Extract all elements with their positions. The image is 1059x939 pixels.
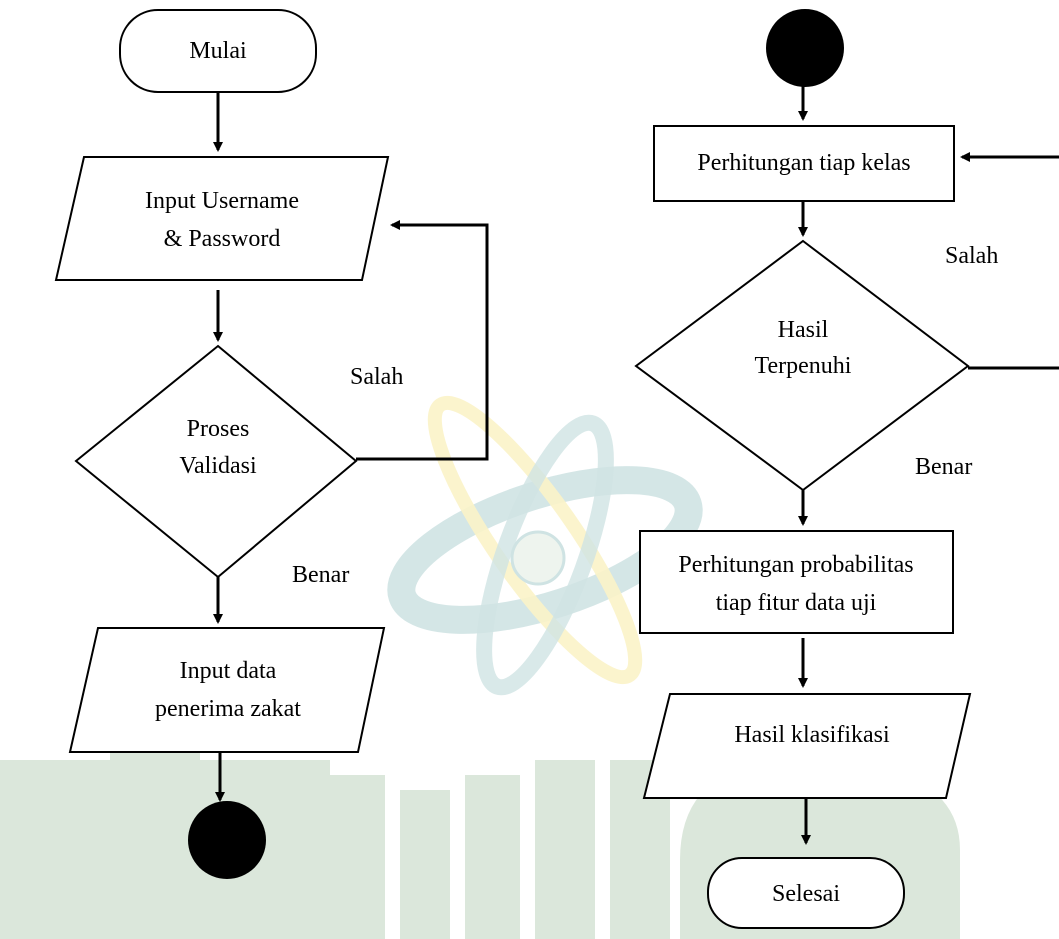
probability-process: Perhitungan probabilitas tiap fitur data… (639, 530, 954, 634)
right-connector-circle (766, 9, 844, 87)
login-input-parallelogram: Input Username & Password (54, 156, 390, 281)
right-true-label: Benar (915, 454, 972, 480)
class-calculation-process: Perhitungan tiap kelas (653, 125, 955, 202)
result-decision-line1: Hasil (778, 317, 829, 343)
validation-line2: Validasi (179, 453, 257, 479)
login-input-line1: Input Username (145, 188, 299, 214)
validation-line1: Proses (187, 416, 250, 442)
left-true-label: Benar (292, 562, 349, 588)
probability-line1: Perhitungan probabilitas (678, 552, 913, 578)
login-input-line2: & Password (164, 226, 281, 252)
class-calculation-label: Perhitungan tiap kelas (697, 150, 910, 176)
right-false-label: Salah (945, 243, 998, 269)
input-data-line2: penerima zakat (155, 696, 301, 722)
input-data-line1: Input data (180, 658, 277, 684)
validation-decision: Proses Validasi (74, 344, 358, 579)
left-false-label: Salah (350, 364, 403, 390)
classification-output-label: Hasil klasifikasi (734, 722, 890, 748)
left-start-terminator: Mulai (119, 9, 317, 93)
left-start-label: Mulai (189, 38, 247, 64)
watermark-logo (387, 395, 703, 696)
end-label: Selesai (772, 881, 840, 907)
classification-output-parallelogram: Hasil klasifikasi (642, 693, 972, 799)
result-decision-line2: Terpenuhi (755, 353, 852, 379)
left-connector-circle (188, 801, 266, 879)
end-terminator: Selesai (707, 857, 905, 929)
arrow-validation-false-loop (356, 220, 489, 461)
probability-line2: tiap fitur data uji (716, 590, 877, 616)
result-decision: Hasil Terpenuhi (634, 239, 970, 492)
input-data-parallelogram: Input data penerima zakat (68, 627, 386, 753)
